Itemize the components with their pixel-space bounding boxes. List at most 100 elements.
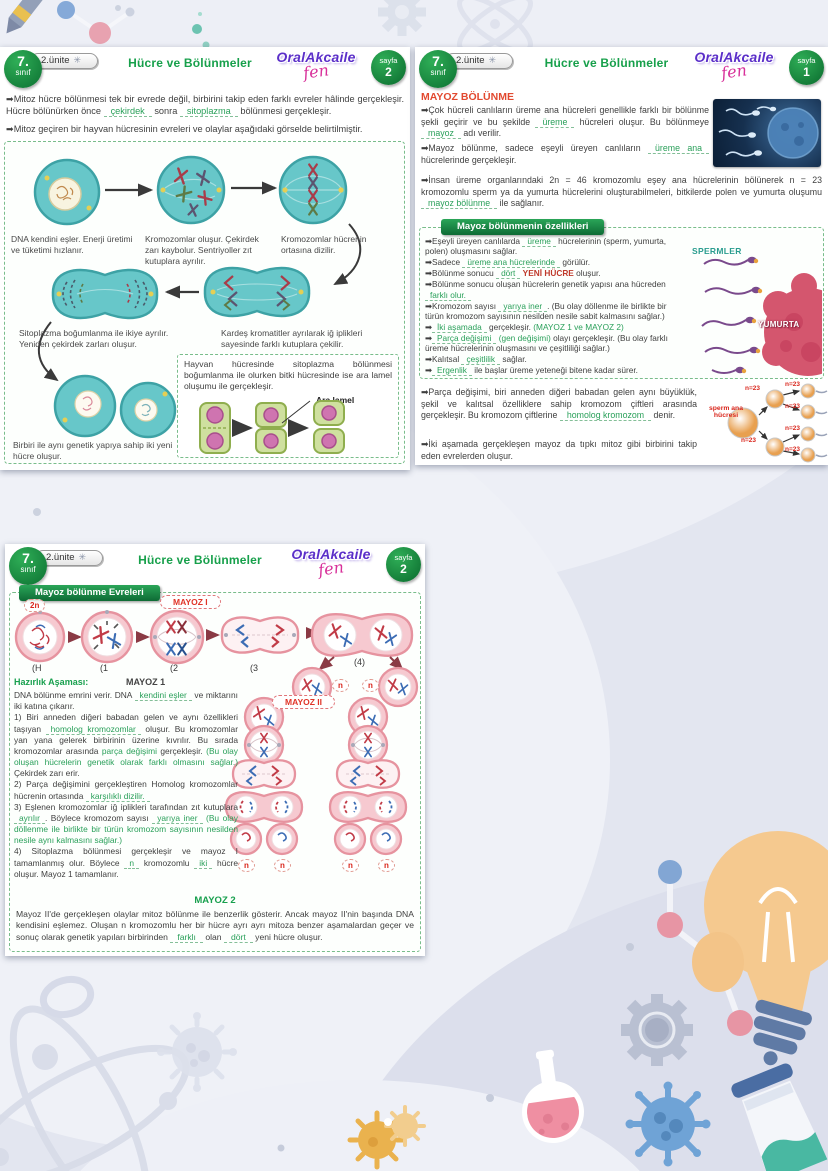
teal-dot <box>202 41 210 49</box>
text-segment: 4) Sitoplazma bölünmesi gerçekleşir ve m… <box>14 846 238 868</box>
feature-list: ➡Eşeyli üreyen canlılarda üreme hücreler… <box>425 235 685 377</box>
page-number: 2 <box>400 562 407 576</box>
mayoz2-heading: MAYOZ 2 <box>194 895 236 906</box>
grade-label: sınıf <box>430 68 446 77</box>
cell-interphase <box>33 158 101 226</box>
stage-caption: DNA kendini eşler. Enerji üretimi ve tük… <box>11 234 133 255</box>
grade-badge: 7.sınıf <box>4 50 42 88</box>
ring-decoration <box>39 975 95 1019</box>
text-segment: 3) Eşlenen kromozomlar iğ iplikleri tara… <box>14 801 238 812</box>
answer-blank: dört <box>496 268 521 280</box>
answer-blank: mayoz <box>421 128 461 140</box>
text-segment: sonra <box>151 106 180 117</box>
cell-anaphase <box>203 266 311 318</box>
answer-blank: Parça değişimi <box>431 332 497 344</box>
meiosis1-cell-4 <box>310 613 414 657</box>
plant-cell-stage-1 <box>199 402 231 454</box>
gear-icon <box>621 994 693 1066</box>
worksheet-page-mitoz: 2.ünite✳ 7.sınıf Hücre ve Bölünmeler Ora… <box>0 47 410 470</box>
mitoz-intro-2: ➡Mitoz geçiren bir hayvan hücresinin evr… <box>6 124 363 134</box>
mayoz2-pill: MAYOZ II <box>272 695 335 709</box>
feature-item: ➡Bölünme sonucu dört YENİ HÜCRE oluşur. <box>425 268 685 280</box>
chromosome-count-label: n=23 <box>785 381 800 388</box>
stage-label: (H <box>32 663 42 673</box>
text-segment: kromozomlu <box>139 857 195 868</box>
sperm-egg-illustration <box>718 106 819 159</box>
grade-badge: 7.sınıf <box>419 50 457 88</box>
column-heading: MAYOZ 1 <box>126 677 166 687</box>
brand-name: OralAkcaile <box>276 49 356 65</box>
green-note: (gen değişimi) <box>498 332 551 343</box>
text-segment: olayı gerçekleşir. (Bu olay farklı üreme… <box>425 332 668 354</box>
grey-dot <box>115 5 121 11</box>
text-segment: 2) Parça değişimini gerçekleştiren Homol… <box>14 779 238 801</box>
unit-label: 2.ünite <box>41 55 70 66</box>
mayoz-intro-3: ➡İnsan üreme organlarındaki 2n = 46 krom… <box>421 175 822 210</box>
text-segment: ➡ <box>425 321 432 332</box>
text-segment: ➡Mayoz bölünme, sadece eşeyli üreyen can… <box>421 143 649 153</box>
worksheet-title: Hücre ve Bölünmeler <box>138 553 262 567</box>
stage-caption: Sitoplazma boğumlanma ile ikiye ayrılır.… <box>19 328 169 349</box>
grey-dot <box>626 943 634 951</box>
green-note: (Bu olay oluşan hücrelerin genetik olara… <box>14 745 238 768</box>
brand-name: OralAkcaile <box>694 49 774 65</box>
feature-item: ➡Ergenlik ile başlar üreme yeteneği bite… <box>425 365 685 377</box>
text-segment: DNA bölünme emrini verir. DNA <box>14 690 135 700</box>
text-segment: oluşur. Bu kromozomlar yan yana gelerek … <box>14 723 238 756</box>
text-segment: hücre oluşur. Mayoz 1 tamamlanır. <box>14 857 238 879</box>
spermler-label: SPERMLER <box>692 246 742 256</box>
section-heading: MAYOZ BÖLÜNME <box>421 91 514 103</box>
mayoz1-pill: MAYOZ I <box>160 595 221 609</box>
virus-icon <box>384 1105 426 1147</box>
stage-label: (2 <box>170 663 179 673</box>
worksheet-header: 2.ünite✳ 7.sınıf Hücre ve Bölünmeler Ora… <box>415 47 828 89</box>
meiosis-diagram <box>14 609 419 949</box>
sperm-heads <box>735 256 763 374</box>
chromosome-count-label: n=23 <box>785 403 800 410</box>
n-label: n <box>238 859 255 872</box>
note-text: Hayvan hücresinde sitoplazma bölünmesi b… <box>184 359 392 392</box>
text-segment: Mayoz II'de gerçekleşen olaylar mitoz bö… <box>16 909 414 942</box>
page-word: sayfa <box>394 553 413 562</box>
text-segment: hücrelerinde gerçekleşir. <box>421 154 517 165</box>
answer-blank: İki aşamada <box>431 321 487 333</box>
answer-blank: homolog kromozom <box>559 410 652 422</box>
text-segment: . (Bu olay döllenme ile birlikte bir tür… <box>425 300 667 321</box>
feature-item: ➡Parça değişimi (gen değişimi) olayı ger… <box>425 332 685 354</box>
column-heading: Hazırlık Aşaması: <box>14 677 89 687</box>
answer-blank: Ergenlik <box>431 365 472 377</box>
plant-cell-note: Hayvan hücresinde sitoplazma bölünmesi b… <box>177 354 399 458</box>
gear-icon <box>378 0 426 36</box>
text-segment: ➡Kalıtsal <box>425 354 462 365</box>
text-segment: ➡Parça değişimi, biri anneden diğeri bab… <box>421 387 697 421</box>
white-dot <box>384 1118 392 1126</box>
jar-icon <box>731 1063 828 1171</box>
worksheet-header: 2.ünite✳ 7.sınıf Hücre ve Bölünmeler Ora… <box>0 47 410 89</box>
grade-number: 7. <box>22 550 34 566</box>
stage-caption: Birbiri ile aynı genetik yapıya sahip ik… <box>13 440 173 461</box>
snowflake-icon: ✳ <box>78 552 87 562</box>
text-segment: ile sağlanır. <box>497 198 545 209</box>
chromosome-count-label: n=23 <box>785 425 800 432</box>
worksheet-title: Hücre ve Bölünmeler <box>544 56 669 70</box>
page-word: sayfa <box>379 56 398 65</box>
text-segment: bölünmesi gerçekleşir. <box>237 106 332 117</box>
description-paragraph: DNA bölünme emrini verir. DNA kendini eş… <box>14 690 238 712</box>
n-label: n <box>274 859 291 872</box>
answer-blank: ayrılır <box>14 812 45 824</box>
chromosome-count-label: n=23 <box>785 446 800 453</box>
answer-blank: karşılıklı dizilir. <box>85 790 150 802</box>
sperm-mother-cell-label: sperm ana hücresi <box>708 405 743 420</box>
egg-cell <box>762 273 822 376</box>
description-paragraph: 1) Biri anneden diğeri babadan gelen ve … <box>14 712 238 779</box>
virus-icon <box>157 1012 237 1092</box>
grey-dot <box>277 1144 285 1152</box>
answer-blank: üreme <box>535 116 575 128</box>
n-label: n <box>362 679 379 692</box>
text-segment: ve miktarını iki katına çıkarır. <box>14 690 238 712</box>
n-label: n <box>342 859 359 872</box>
